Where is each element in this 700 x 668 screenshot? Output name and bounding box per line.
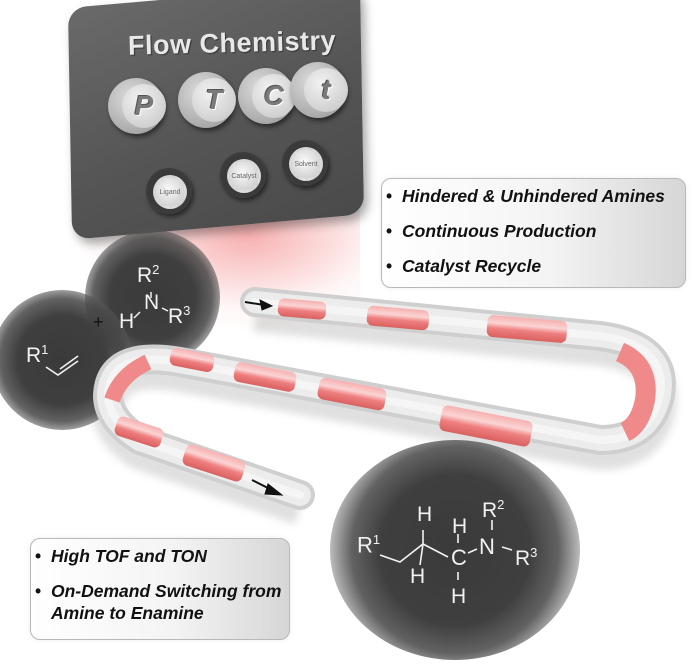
- features-box-top: Hindered & Unhindered Amines Continuous …: [381, 178, 686, 288]
- alkene-r1: R1: [26, 342, 49, 367]
- features-box-bottom: High TOF and TON On-Demand Switching fro…: [30, 538, 290, 640]
- amine-h: H: [119, 310, 135, 333]
- dial-label: Catalyst: [227, 159, 261, 193]
- product-h: H: [451, 585, 467, 608]
- knob-label: C: [252, 74, 296, 118]
- amine-n: N: [144, 291, 160, 314]
- product-r2: R2: [482, 497, 505, 522]
- dial-ligand: Ligand: [146, 168, 192, 214]
- dial-label: Ligand: [153, 175, 187, 209]
- product-c: C: [451, 545, 467, 570]
- product-h: H: [410, 565, 426, 588]
- dial-catalyst: Catalyst: [220, 152, 266, 198]
- knob-label: t: [304, 68, 348, 112]
- knob-label: T: [192, 78, 236, 122]
- knob-concentration: C: [238, 68, 296, 124]
- product-r1: R1: [357, 532, 381, 558]
- feature-item: Catalyst Recycle: [382, 255, 685, 277]
- knob-label: P: [122, 84, 166, 128]
- dial-solvent: Solvent: [282, 140, 328, 186]
- flow-direction-arrows: [244, 299, 284, 496]
- product-h: H: [452, 515, 468, 538]
- dial-label: Solvent: [289, 147, 323, 181]
- product-r3: R3: [515, 545, 538, 570]
- amine-r2: R2: [137, 262, 160, 287]
- knob-time: t: [290, 62, 348, 118]
- product-h: H: [417, 503, 433, 526]
- product-n: N: [479, 534, 495, 559]
- amine-r3: R3: [168, 303, 191, 328]
- reagent-slugs: [104, 298, 656, 482]
- feature-item: Hindered & Unhindered Amines: [382, 185, 685, 207]
- product-bonds: [379, 520, 513, 580]
- feature-item: High TOF and TON: [31, 545, 289, 567]
- feature-item: Continuous Production: [382, 220, 685, 242]
- product-bubble: [330, 440, 580, 660]
- feature-item: On-Demand Switching from Amine to Enamin…: [31, 580, 286, 624]
- knob-temperature: T: [178, 72, 236, 128]
- knob-pressure: P: [108, 78, 166, 134]
- alkene-bonds: [45, 355, 79, 376]
- plus-sign: +: [93, 312, 104, 332]
- amine-bonds: [133, 292, 169, 319]
